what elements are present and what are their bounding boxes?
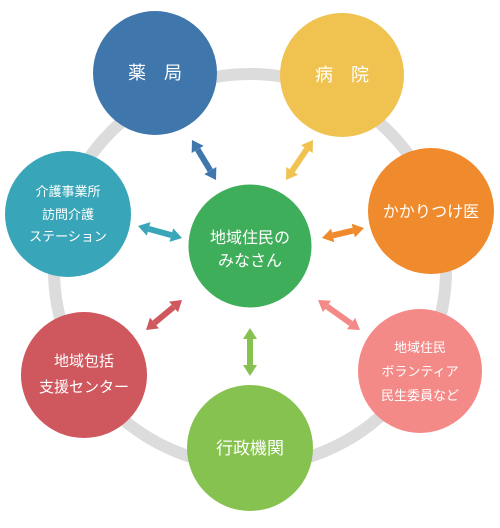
hospital-label: 病 院: [315, 65, 369, 86]
care-offices-label-line-2: 訪問介護: [42, 207, 94, 223]
administration-label: 行政機関: [216, 439, 284, 459]
node-care-offices: 介護事業所 訪問介護 ステーション: [5, 151, 131, 277]
node-local-residents: 地域住民 ボランティア 民生委員など: [358, 309, 482, 433]
center-node-residents: 地域住民の みなさん: [185, 181, 315, 311]
care-offices-label-line-1: 介護事業所: [35, 184, 100, 200]
arrow-administration: [243, 328, 257, 376]
local-residents-label-line-3: 民生委員など: [381, 389, 459, 404]
arrow-local-residents: [318, 300, 360, 330]
support-center-label-line-1: 地域包括: [54, 352, 114, 370]
local-residents-label-line-1: 地域住民: [394, 341, 446, 356]
center-label-line-1: 地域住民の: [210, 228, 290, 247]
local-residents-label-line-2: ボランティア: [381, 365, 458, 380]
node-hospital: 病 院: [280, 13, 404, 137]
arrow-comprehensive-support-center: [146, 300, 182, 330]
support-center-label-line-2: 支援センター: [39, 378, 129, 396]
node-comprehensive-support-center: 地域包括 支援センター: [21, 312, 147, 438]
arrow-care-offices: [138, 222, 182, 242]
node-pharmacy: 薬 局: [93, 11, 217, 135]
arrow-family-doctor: [322, 223, 364, 243]
family-doctor-label: かかりつけ医: [383, 202, 479, 221]
node-administration: 行政機関: [187, 385, 313, 511]
node-family-doctor: かかりつけ医: [368, 148, 494, 274]
arrow-hospital: [286, 140, 313, 180]
connection-arrows: [138, 140, 364, 376]
center-label-line-2: みなさん: [218, 251, 282, 270]
arrow-pharmacy: [191, 140, 217, 180]
care-offices-label-line-3: ステーション: [29, 230, 107, 245]
pharmacy-label: 薬 局: [128, 63, 182, 84]
